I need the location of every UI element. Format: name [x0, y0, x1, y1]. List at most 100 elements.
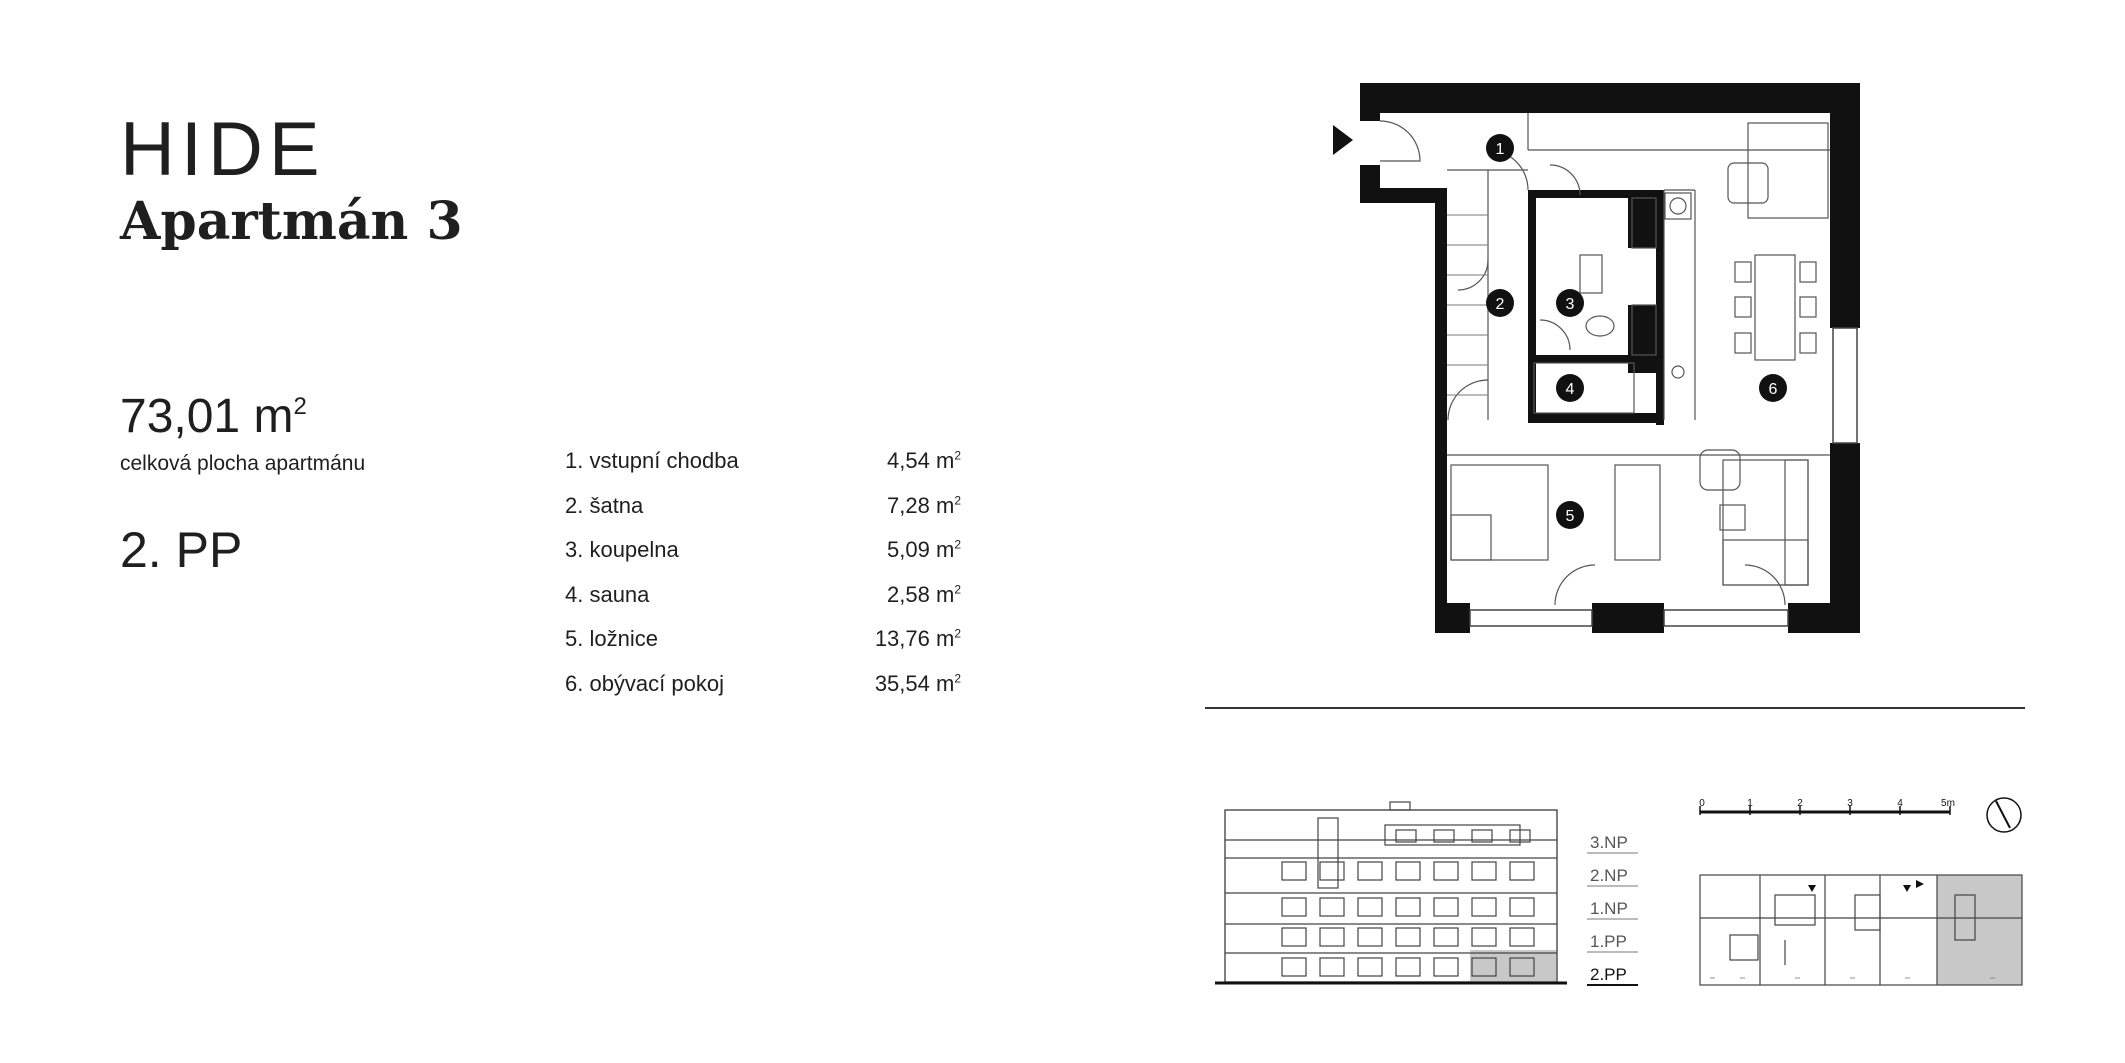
- wall-right-upper: [1830, 83, 1860, 328]
- elevation-window: [1281, 927, 1307, 947]
- total-area-value: 73,01 m: [120, 390, 294, 443]
- highlight-apartment: [1937, 875, 2022, 985]
- window-right: [1832, 327, 1858, 444]
- wall-bottom-c: [1788, 603, 1860, 633]
- apartment-title: Apartmán 3: [120, 191, 463, 252]
- elevation-window: [1509, 861, 1535, 881]
- marker-4: 4: [1566, 381, 1575, 398]
- key-plan: [1699, 874, 2023, 986]
- room-name: 5. ložnice: [565, 626, 658, 651]
- room-area: 7,28 m2: [887, 492, 961, 518]
- wall-core-top: [1528, 190, 1664, 198]
- elevation-window: [1319, 861, 1345, 881]
- elevation-window: [1281, 897, 1307, 917]
- elevation-window: [1433, 927, 1459, 947]
- elevation-window: [1357, 897, 1383, 917]
- room-row: 5. ložnice 13,76 m2: [565, 626, 961, 671]
- elevation-window: [1395, 829, 1417, 843]
- elevation-window: [1509, 897, 1535, 917]
- wall-bottom-a: [1435, 603, 1470, 633]
- room-row: 2. šatna 7,28 m2: [565, 493, 961, 538]
- room-row: 6. obývací pokoj 35,54 m2: [565, 671, 961, 716]
- north-arrow-icon: [1986, 797, 2022, 833]
- wall-core-bottom: [1528, 413, 1664, 423]
- highlight-floor: [1470, 950, 1557, 982]
- room-area: 35,54 m2: [874, 670, 961, 696]
- scale-tick-2: 2: [1797, 798, 1803, 809]
- building-elevation: [1215, 801, 1567, 985]
- wall-bottom-b: [1592, 603, 1664, 633]
- room-area: 2,58 m2: [887, 581, 961, 607]
- key-arrow-icon: [1808, 885, 1816, 892]
- wall-core-left: [1528, 190, 1536, 420]
- elevation-window: [1319, 927, 1345, 947]
- elevation-window: [1509, 957, 1535, 977]
- scale-tick-4: 4: [1897, 798, 1903, 809]
- elevation-window: [1433, 897, 1459, 917]
- marker-2: 2: [1496, 296, 1505, 313]
- floor-plan: 1 2 3 4 5 6: [1333, 83, 1860, 633]
- entry-arrow-icon: [1333, 125, 1353, 155]
- scale-tick-0: 0: [1699, 798, 1705, 809]
- window-bedroom: [1469, 609, 1593, 627]
- elevation-window: [1319, 957, 1345, 977]
- wall-right-lower: [1830, 443, 1860, 633]
- wall-core-right: [1656, 190, 1664, 425]
- scale-tick-1: 1: [1747, 798, 1753, 809]
- room-area: 4,54 m2: [887, 448, 961, 473]
- elevation-window: [1281, 861, 1307, 881]
- marker-3: 3: [1566, 296, 1575, 313]
- marker-5: 5: [1566, 508, 1575, 525]
- room-name: 1. vstupní chodba: [565, 448, 739, 473]
- elevation-window: [1433, 957, 1459, 977]
- wall-top: [1360, 83, 1860, 113]
- wall-entry-left: [1360, 83, 1380, 121]
- elevation-window: [1471, 957, 1497, 977]
- floor-label-2np: 2.NP: [1590, 866, 1628, 885]
- scale-bar: 0 1 2 3 4 5m: [1699, 798, 1955, 815]
- elevation-window: [1509, 927, 1535, 947]
- scale-tick-3: 3: [1847, 798, 1853, 809]
- elevation-window: [1357, 927, 1383, 947]
- elevation-window: [1319, 897, 1345, 917]
- elevation-window: [1357, 861, 1383, 881]
- room-row: 4. sauna 2,58 m2: [565, 582, 961, 627]
- scale-tick-5: 5m: [1941, 798, 1955, 809]
- wall-left: [1435, 188, 1447, 633]
- elevation-window: [1471, 927, 1497, 947]
- brand-title: HIDE: [120, 107, 326, 192]
- marker-1: 1: [1496, 141, 1505, 158]
- floor-label: 2. PP: [120, 522, 243, 578]
- wall-sauna: [1534, 355, 1634, 363]
- room-name: 6. obývací pokoj: [565, 670, 724, 696]
- elevation-window: [1509, 829, 1531, 843]
- elevation-window: [1471, 861, 1497, 881]
- elevation-window: [1433, 829, 1455, 843]
- key-arrow-icon: [1903, 885, 1911, 892]
- room-name: 2. šatna: [565, 492, 644, 518]
- key-arrow-icon: [1916, 880, 1924, 888]
- room-name: 3. koupelna: [565, 537, 679, 562]
- floor-label-2pp: 2.PP: [1590, 965, 1627, 984]
- marker-6: 6: [1769, 381, 1778, 398]
- elevation-window: [1395, 861, 1421, 881]
- room-name: 4. sauna: [565, 581, 650, 607]
- elevation-window: [1395, 897, 1421, 917]
- elevation-window: [1357, 957, 1383, 977]
- room-area: 13,76 m2: [874, 626, 961, 651]
- elevation-window: [1281, 957, 1307, 977]
- elevation-window: [1433, 861, 1459, 881]
- elevation-window: [1471, 829, 1493, 843]
- shaft-1: [1628, 198, 1656, 248]
- total-area: 73,01 m2: [120, 393, 307, 441]
- floor-label-1pp: 1.PP: [1590, 932, 1627, 951]
- floor-label-1np: 1.NP: [1590, 899, 1628, 918]
- window-living: [1663, 609, 1789, 627]
- elevation-window: [1395, 957, 1421, 977]
- elevation-window: [1395, 927, 1421, 947]
- room-list: 1. vstupní chodba 4,54 m2 2. šatna 7,28 m2…: [565, 448, 961, 715]
- room-row: 1. vstupní chodba 4,54 m2: [565, 448, 961, 493]
- total-area-label: celková plocha apartmánu: [120, 452, 366, 475]
